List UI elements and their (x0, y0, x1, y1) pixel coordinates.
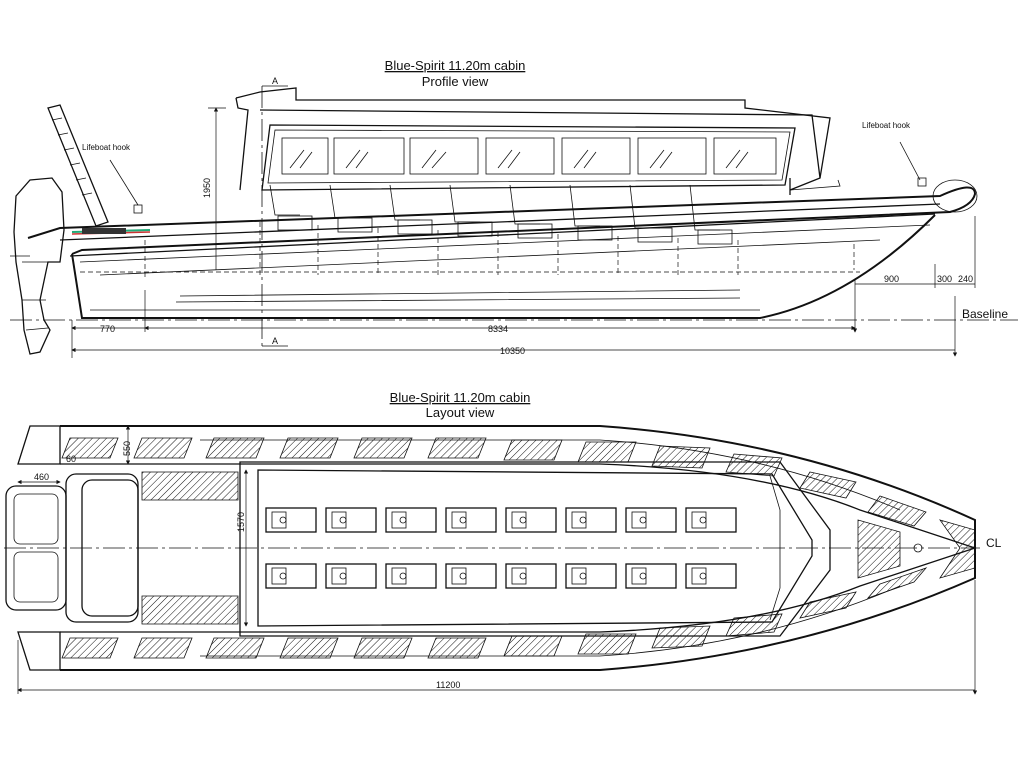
layout-subtitle: Layout view (426, 405, 495, 420)
svg-text:460: 460 (34, 472, 49, 482)
svg-text:550: 550 (122, 441, 132, 456)
layout-title: Blue-Spirit 11.20m cabin (390, 390, 531, 405)
lifeboat-hook-left: Lifeboat hook (82, 143, 143, 214)
profile-view: Blue-Spirit 11.20m cabin Profile view (10, 58, 1018, 358)
outboard-engine (10, 177, 65, 355)
centerline-label: CL (986, 536, 1002, 550)
svg-text:A: A (272, 76, 278, 86)
svg-text:8334: 8334 (488, 324, 508, 334)
passenger-seats (265, 507, 737, 589)
svg-text:Lifeboat hook: Lifeboat hook (862, 121, 911, 130)
lifeboat-hook-right: Lifeboat hook (862, 121, 927, 187)
hull-profile (27, 179, 978, 319)
profile-title: Blue-Spirit 11.20m cabin (385, 58, 526, 73)
cabin-windows (281, 137, 777, 175)
layout-view: Blue-Spirit 11.20m cabin Layout view (4, 390, 1002, 694)
cabin-profile (235, 87, 841, 195)
seat-row-lower (265, 563, 737, 589)
profile-subtitle: Profile view (422, 74, 489, 89)
tube-pads (61, 437, 976, 659)
svg-text:A: A (272, 336, 278, 346)
svg-text:Lifeboat hook: Lifeboat hook (82, 143, 131, 152)
profile-seats (269, 184, 733, 245)
svg-text:240: 240 (958, 274, 973, 284)
svg-text:10350: 10350 (500, 346, 525, 356)
svg-text:770: 770 (100, 324, 115, 334)
hull-logo (71, 228, 151, 235)
svg-text:1570: 1570 (236, 512, 246, 532)
profile-dimensions: 1950 770 8334 10350 900 300 240 (72, 108, 976, 358)
svg-text:60: 60 (66, 454, 76, 464)
cabin-plan (239, 461, 831, 637)
svg-text:11200: 11200 (436, 680, 460, 690)
stern-arch (47, 104, 109, 227)
svg-text:300: 300 (937, 274, 952, 284)
baseline-label: Baseline (962, 307, 1008, 321)
seat-row-upper (265, 507, 737, 533)
layout-dimensions: 550 60 460 1570 11200 (18, 425, 975, 694)
section-marker-a: A A (261, 76, 288, 347)
svg-text:1950: 1950 (202, 178, 212, 198)
svg-text:900: 900 (884, 274, 899, 284)
